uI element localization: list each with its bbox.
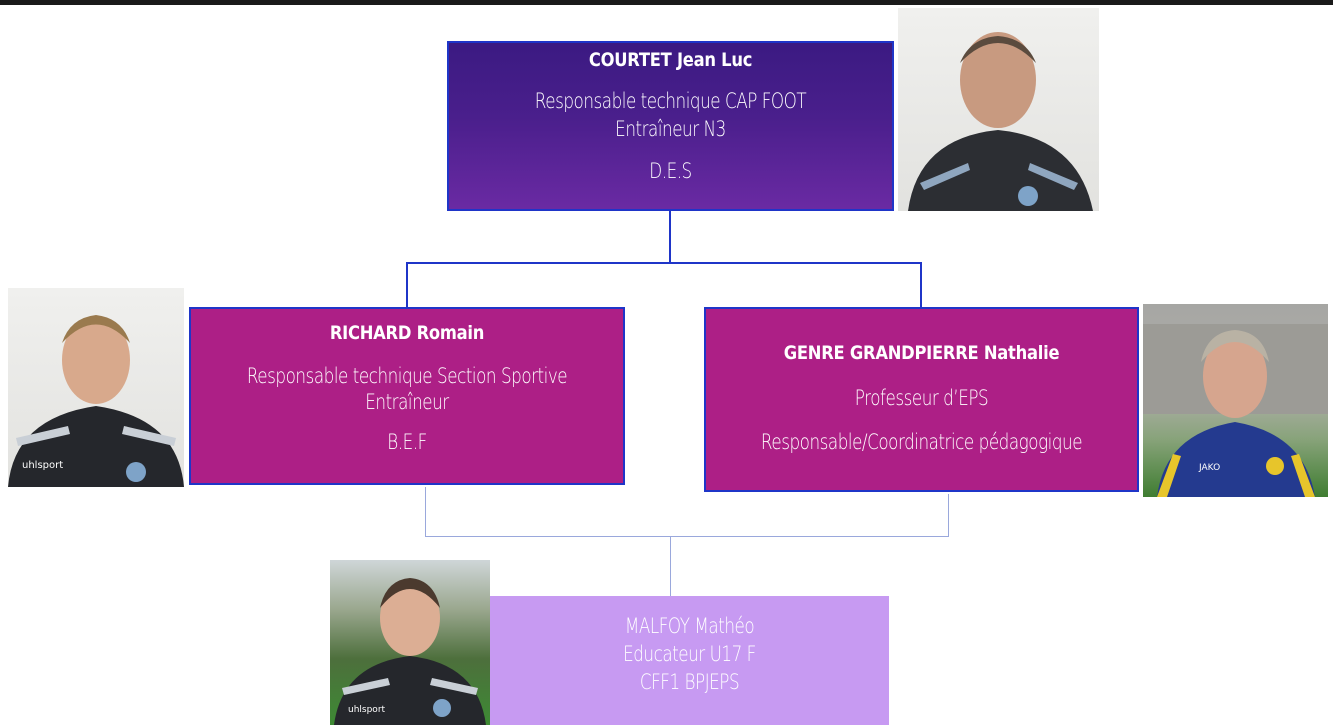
connector-bottom-horizontal [425, 536, 949, 537]
person-photo-icon: uhlsport [334, 578, 486, 725]
person-photo-icon: JAKO [1143, 324, 1328, 497]
photo-genre: JAKO [1143, 304, 1328, 497]
top-rule [0, 0, 1333, 5]
person-photo-icon: uhlsport [8, 315, 184, 487]
malfoy-diploma: CFF1 BPJEPS [639, 670, 740, 694]
connector-left-drop [406, 262, 408, 307]
courtet-role2: Entraîneur N3 [615, 117, 726, 141]
malfoy-role1: Educateur U17 F [623, 642, 756, 666]
richard-role2: Entraîneur [365, 390, 449, 414]
photo-richard: uhlsport [8, 288, 184, 487]
box-courtet: COURTET Jean Luc Responsable technique C… [447, 41, 894, 211]
genre-name: GENRE GRANDPIERRE Nathalie [783, 342, 1060, 364]
connector-right-down [948, 494, 949, 537]
malfoy-name: MALFOY Mathéo [624, 614, 755, 638]
box-genre: GENRE GRANDPIERRE Nathalie Professeur d’… [704, 307, 1139, 492]
connector-left-down [425, 487, 426, 537]
box-richard: RICHARD Romain Responsable technique Sec… [189, 307, 625, 485]
courtet-diploma: D.E.S [649, 159, 692, 183]
richard-name: RICHARD Romain [329, 322, 485, 344]
svg-text:uhlsport: uhlsport [22, 460, 63, 471]
photo-malfoy: uhlsport [330, 560, 490, 725]
person-photo-icon [908, 32, 1093, 211]
courtet-name: COURTET Jean Luc [588, 49, 753, 71]
richard-role1: Responsable technique Section Sportive [246, 364, 568, 388]
connector-horizontal-mid [406, 262, 922, 264]
connector-right-drop [920, 262, 922, 307]
genre-role2: Responsable/Coordinatrice pédagogique [760, 430, 1083, 454]
genre-role1: Professeur d’EPS [854, 386, 989, 410]
photo-courtet [898, 8, 1099, 211]
connector-top-vertical [669, 211, 671, 263]
box-malfoy: MALFOY Mathéo Educateur U17 F CFF1 BPJEP… [490, 596, 889, 725]
courtet-role1: Responsable technique CAP FOOT [534, 89, 807, 113]
svg-text:uhlsport: uhlsport [348, 705, 386, 715]
connector-bottom-vertical [670, 537, 671, 596]
richard-diploma: B.E.F [387, 430, 427, 454]
svg-text:JAKO: JAKO [1198, 463, 1220, 473]
